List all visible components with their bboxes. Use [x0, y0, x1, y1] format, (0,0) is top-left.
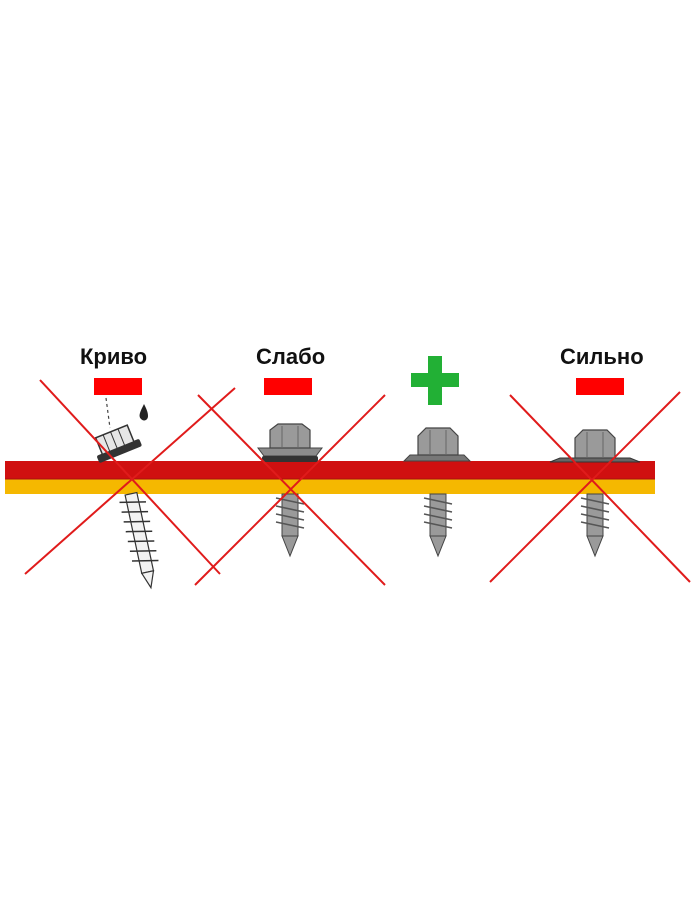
loose-screw [257, 423, 323, 558]
label-krivo: Криво [80, 344, 148, 369]
roof-sheet [5, 461, 655, 494]
case-silno [489, 378, 691, 583]
label-silno: Сильно [560, 344, 644, 369]
wrong-bar-icon [264, 378, 312, 395]
case-correct [402, 356, 472, 558]
case-slabo [194, 378, 386, 586]
green-plus-icon [411, 356, 459, 405]
red-cross-icon [24, 379, 236, 575]
red-cross-icon [489, 391, 691, 583]
correct-screw [402, 427, 472, 558]
case-krivo [24, 378, 236, 590]
roof-sheet-yellow-layer [5, 479, 655, 494]
drip-icon [139, 404, 148, 421]
tilted-screw-shank [119, 491, 159, 590]
roof-sheet-red-layer [5, 461, 655, 479]
label-slabo: Слабо [256, 344, 326, 369]
tilted-screw [94, 424, 142, 463]
red-cross-icon [194, 394, 386, 586]
wrong-bar-icon [94, 378, 142, 395]
wrong-bar-icon [576, 378, 624, 395]
